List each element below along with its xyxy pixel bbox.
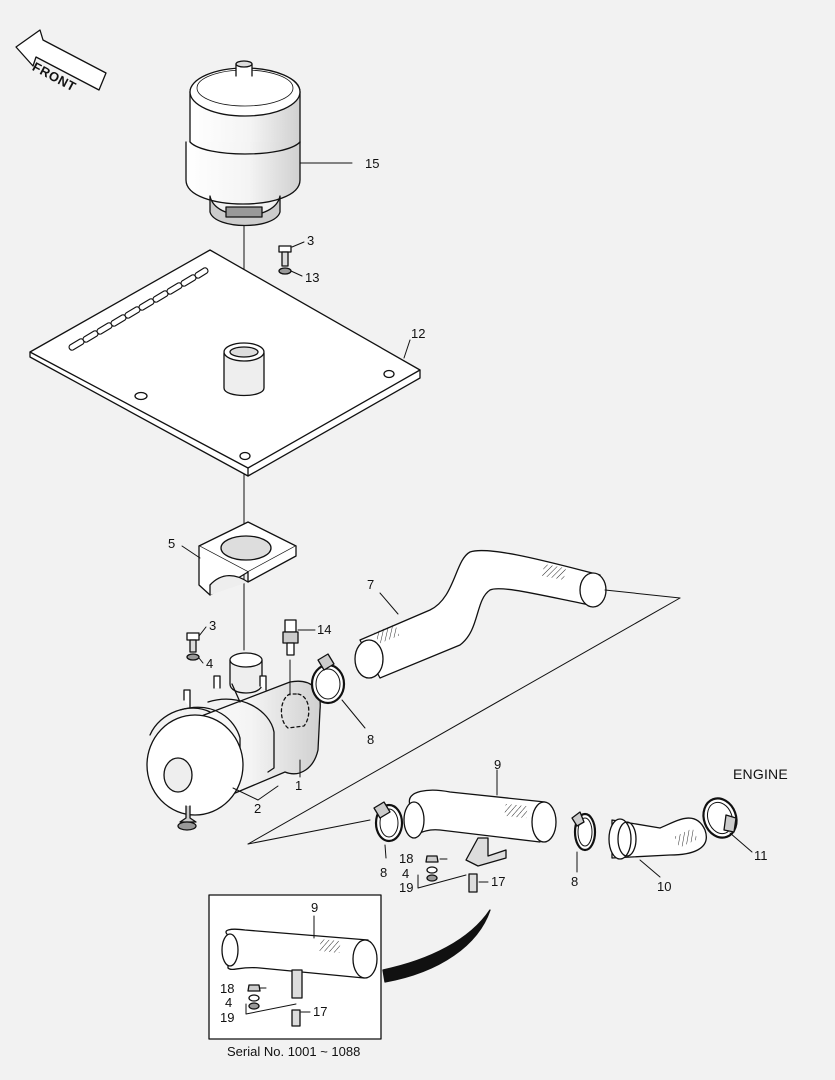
- callout-3-top: 3: [307, 233, 315, 248]
- callout-9: 9: [494, 757, 502, 772]
- callout-12: 12: [411, 326, 426, 341]
- callout-3-mid: 3: [209, 618, 217, 633]
- inset-callout-17: 17: [313, 1004, 328, 1019]
- serial-caption: Serial No. 1001 ~ 1088: [227, 1044, 361, 1059]
- hood-plate-12: [29, 249, 421, 477]
- callout-4-low: 4: [402, 866, 410, 881]
- inset-callout-19: 19: [220, 1010, 235, 1025]
- inset-variant: [208, 894, 382, 1040]
- nut-washers-hardware: [417, 855, 478, 893]
- callout-1: 1: [295, 778, 303, 793]
- clamp-11: [702, 797, 738, 839]
- hose-7: [354, 549, 607, 679]
- callout-8-right: 8: [571, 874, 579, 889]
- front-arrow-icon: [15, 29, 107, 91]
- callout-10: 10: [657, 879, 672, 894]
- callout-18: 18: [399, 851, 414, 866]
- bolt-3-mid: [186, 632, 200, 661]
- callout-19: 19: [399, 880, 414, 895]
- pipe-9: [403, 789, 557, 867]
- callout-8-left: 8: [380, 865, 388, 880]
- pre-cleaner-15: [185, 60, 301, 227]
- adapter-5: [198, 521, 297, 596]
- air-cleaner-body-1: [146, 652, 321, 831]
- inset-callout-9: 9: [311, 900, 319, 915]
- callout-5: 5: [168, 536, 176, 551]
- leader-lines: [181, 162, 753, 1013]
- curved-arrow-icon: [382, 909, 491, 983]
- callout-14: 14: [317, 622, 332, 637]
- callout-2: 2: [254, 801, 262, 816]
- clamp-8-right: [571, 811, 597, 852]
- callout-11: 11: [754, 848, 768, 863]
- inset-callout-4: 4: [225, 995, 233, 1010]
- callout-17: 17: [491, 874, 506, 889]
- callout-4-mid: 4: [206, 656, 214, 671]
- callout-7: 7: [367, 577, 375, 592]
- clamp-8-upper: [310, 653, 346, 705]
- inset-callout-18: 18: [220, 981, 235, 996]
- callout-8-upper: 8: [367, 732, 375, 747]
- engine-label: ENGINE: [733, 766, 788, 782]
- callout-13: 13: [305, 270, 320, 285]
- elbow-hose-10: [608, 817, 707, 860]
- callout-15: 15: [365, 156, 380, 171]
- clamp-8-left: [373, 801, 404, 843]
- sensor-14: [282, 619, 299, 656]
